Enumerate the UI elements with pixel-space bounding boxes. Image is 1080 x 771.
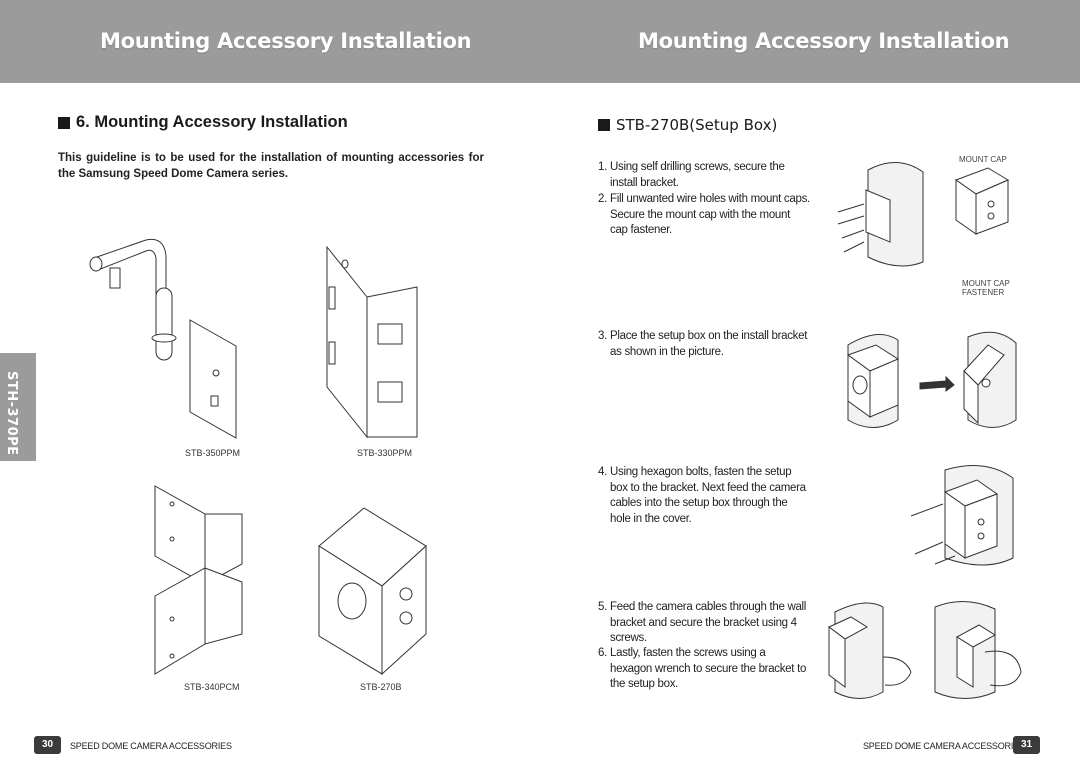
footer-text-right: SPEED DOME CAMERA ACCESSORIES [863,741,1025,751]
step-3: 3. Place the setup box on the install br… [598,329,810,360]
step-number: 1. [598,161,607,173]
step-6: 6. Lastly, fasten the screws using a hex… [598,646,810,693]
square-bullet-icon [598,119,610,131]
step-4: 4. Using hexagon bolts, fasten the setup… [598,465,810,527]
step-4-illustration [910,465,1014,566]
stb-350ppm-illustration [89,238,237,439]
step-number: 6. [598,647,607,659]
page-number-right: 31 [1013,736,1040,754]
section-heading: 6. Mounting Accessory Installation [58,113,348,132]
step-1-2-illustration [837,162,1010,267]
step-2: 2. Fill unwanted wire holes with mount c… [598,192,810,239]
step-text: Using self drilling screws, secure the i… [610,161,785,189]
square-bullet-icon [58,116,70,129]
mount-cap-callout: MOUNT CAP [959,155,1007,164]
step-text: Fill unwanted wire holes with mount caps… [610,193,810,236]
step-1: 1. Using self drilling screws, secure th… [598,160,810,191]
mount-cap-fastener-callout: MOUNT CAP FASTENER [962,279,1010,297]
step-5: 5. Feed the camera cables through the wa… [598,600,810,647]
step-number: 5. [598,601,607,613]
stb-340pcm-illustration [154,485,243,675]
section-heading-text: 6. Mounting Accessory Installation [76,113,348,131]
figure-label: STB-350PPM [185,448,241,458]
figure-label: STB-340PCM [184,682,240,692]
setup-box-heading: STB-270B(Setup Box) [598,116,777,134]
step-number: 3. [598,330,607,342]
footer-text-left: SPEED DOME CAMERA ACCESSORIES [70,741,232,751]
stb-330ppm-illustration [326,245,418,439]
setup-box-heading-text: STB-270B(Setup Box) [616,116,778,134]
page-number-left: 30 [34,736,61,754]
step-text: Feed the camera cables through the wall … [610,601,807,644]
step-text: Place the setup box on the install brack… [610,330,808,358]
stb-270b-illustration [318,507,427,676]
step-number: 2. [598,193,607,205]
header-bar [0,0,1080,83]
intro-paragraph: This guideline is to be used for the ins… [58,152,484,180]
callout-line-1: MOUNT CAP [962,279,1010,288]
step-text: Using hexagon bolts, fasten the setup bo… [610,466,806,525]
side-tab-label: STH-370PE [4,371,19,456]
figure-label: STB-330PPM [357,448,413,458]
left-page-title: Mounting Accessory Installation [100,29,472,53]
step-text: Lastly, fasten the screws using a hexago… [610,647,807,690]
step-5-6-illustration [828,601,1022,699]
step-3-illustration [846,331,1017,428]
step-number: 4. [598,466,607,478]
right-page-title: Mounting Accessory Installation [638,29,1010,53]
callout-line-2: FASTENER [962,288,1005,297]
figure-label: STB-270B [360,682,402,692]
model-side-tab: STH-370PE [0,353,36,461]
